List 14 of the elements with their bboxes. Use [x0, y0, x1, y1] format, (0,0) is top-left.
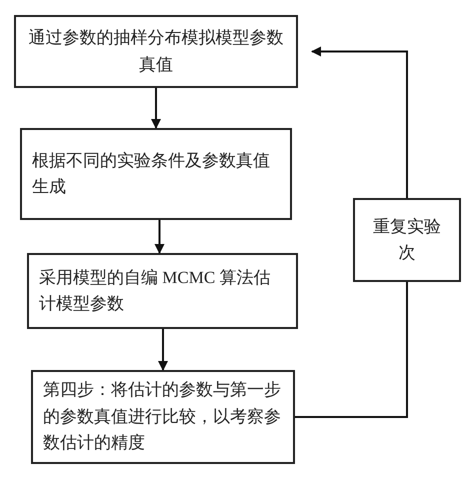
- box-text: 采用模型的自编 MCMC 算法估计模型参数: [39, 266, 272, 315]
- arrow: [154, 220, 164, 254]
- arrow: [158, 329, 168, 371]
- process-box: [353, 198, 461, 282]
- process-box: [31, 370, 295, 464]
- box-text: 根据不同的实验条件及参数真值生成: [32, 150, 271, 198]
- box-text: 重复实验次: [372, 216, 442, 264]
- arrow: [311, 46, 408, 198]
- process-box: [20, 128, 292, 220]
- arrow: [151, 88, 161, 129]
- box-text: 通过参数的抽样分布模拟模型参数真值: [28, 27, 284, 76]
- process-box: [27, 253, 298, 329]
- process-box: [14, 15, 298, 88]
- box-text: 第四步：将估计的参数与第一步的参数真值进行比较，以考察参数估计的精度: [43, 379, 282, 454]
